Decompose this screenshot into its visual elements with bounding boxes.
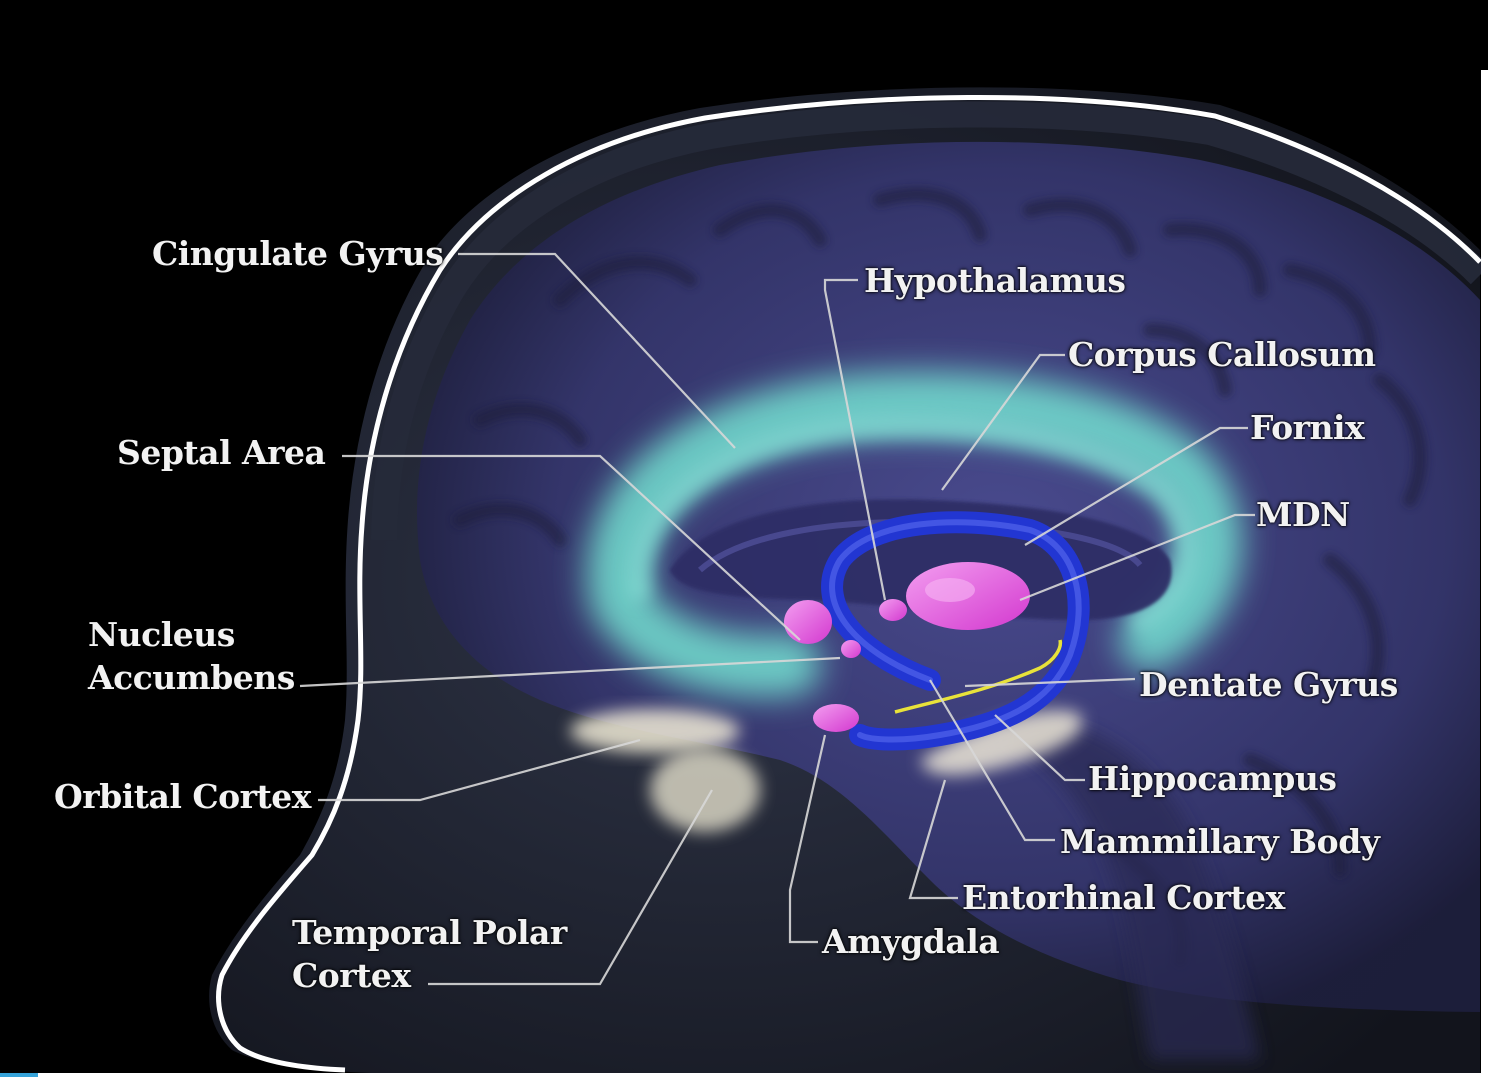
label-hippocampus: Hippocampus <box>1088 758 1336 801</box>
label-temporal-polar-line1: Temporal Polar <box>292 912 567 955</box>
label-septal-area: Septal Area <box>117 432 325 475</box>
label-nucleus-accumbens-line2: Accumbens <box>88 657 295 700</box>
label-orbital-cortex: Orbital Cortex <box>54 776 311 819</box>
accumbens-blob <box>841 640 861 658</box>
bottom-border-strip <box>0 1073 1488 1077</box>
label-fornix: Fornix <box>1250 407 1364 450</box>
hypothalamus-blob <box>879 599 907 621</box>
right-border-strip <box>1481 70 1488 1077</box>
temporal-polar-highlight <box>650 748 760 832</box>
label-cingulate-gyrus: Cingulate Gyrus <box>152 233 443 276</box>
label-amygdala: Amygdala <box>822 921 999 964</box>
label-hypothalamus: Hypothalamus <box>864 260 1125 303</box>
orbital-highlight <box>570 709 740 753</box>
label-dentate-gyrus: Dentate Gyrus <box>1139 664 1398 707</box>
septal-blob <box>784 600 832 644</box>
label-temporal-polar-line2: Cortex <box>292 955 567 998</box>
label-mdn: MDN <box>1256 494 1350 537</box>
label-corpus-callosum: Corpus Callosum <box>1068 334 1376 377</box>
label-nucleus-accumbens-line1: Nucleus <box>88 614 295 657</box>
label-entorhinal-cortex: Entorhinal Cortex <box>962 877 1285 920</box>
label-nucleus-accumbens: Nucleus Accumbens <box>88 614 295 700</box>
corner-accent-mark <box>0 1073 38 1077</box>
label-mammillary-body: Mammillary Body <box>1060 821 1379 864</box>
amygdala-blob <box>813 704 859 732</box>
label-temporal-polar-cortex: Temporal Polar Cortex <box>292 912 567 998</box>
